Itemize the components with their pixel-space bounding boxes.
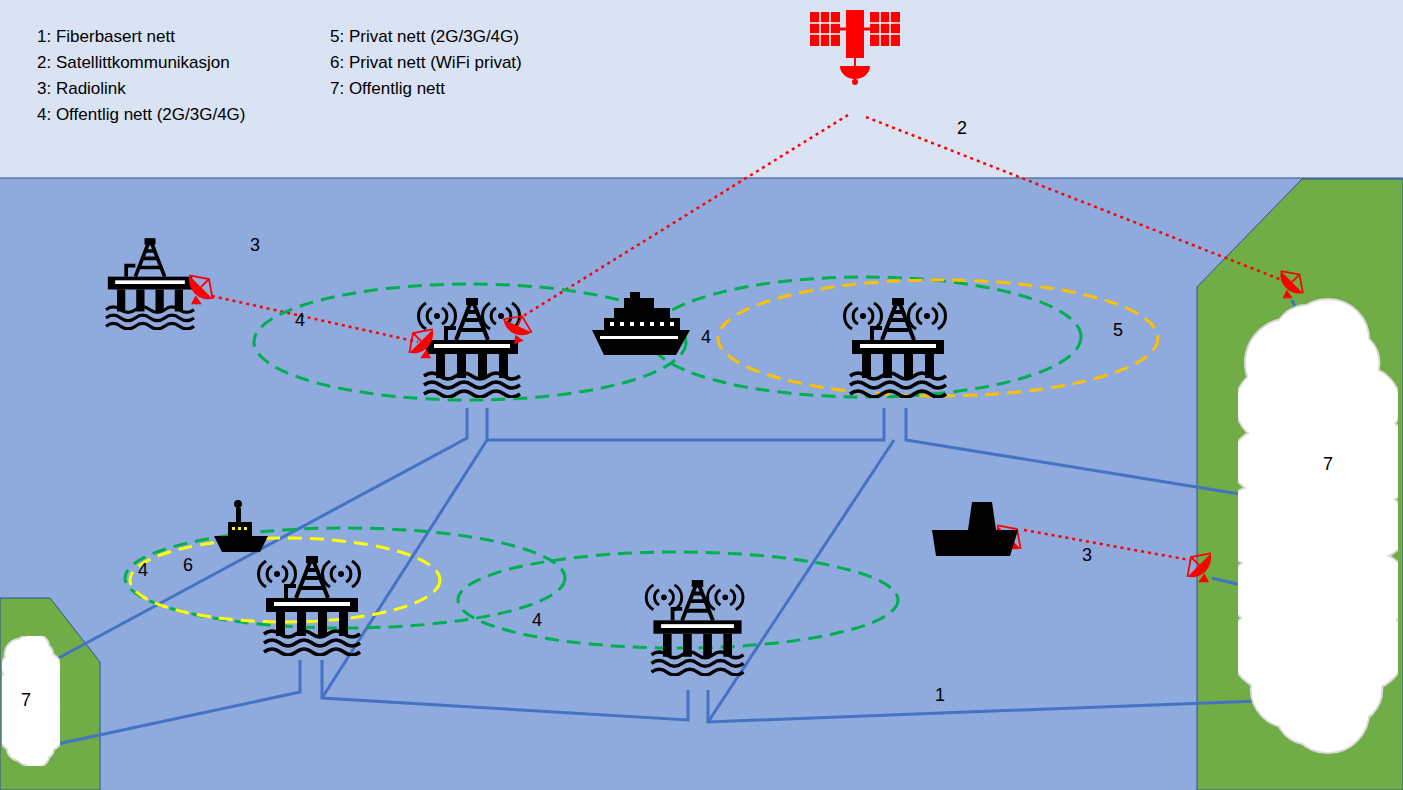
legend-entry: 1: Fiberbasert nett [37, 27, 175, 47]
callout-number: 1 [935, 685, 945, 706]
legend-entry: 7: Offentlig nett [330, 79, 445, 99]
legend-entry: 5: Privat nett (2G/3G/4G) [330, 27, 519, 47]
callout-number: 4 [701, 327, 711, 348]
callout-number: 5 [1113, 320, 1123, 341]
callout-number: 3 [1082, 545, 1092, 566]
callout-number: 4 [532, 610, 542, 631]
legend-entry: 6: Privat nett (WiFi privat) [330, 53, 522, 73]
network-cloud: 7 [2, 636, 60, 766]
callout-number: 4 [295, 310, 305, 331]
legend-entry: 3: Radiolink [37, 79, 126, 99]
callout-number: 7 [21, 690, 31, 711]
callout-number: 4 [138, 560, 148, 581]
cloud-core [10, 648, 52, 755]
cloud-outline [1238, 296, 1398, 756]
callout-number: 2 [957, 118, 967, 139]
cloud-outline [2, 636, 60, 766]
callout-number: 7 [1323, 454, 1333, 475]
network-cloud: 7 [1238, 296, 1398, 756]
callout-number: 3 [250, 235, 260, 256]
legend-entry: 4: Offentlig nett (2G/3G/4G) [37, 105, 246, 125]
cloud-core [1260, 337, 1375, 714]
callout-number: 6 [183, 555, 193, 576]
legend-entry: 2: Satellittkommunikasjon [37, 53, 230, 73]
